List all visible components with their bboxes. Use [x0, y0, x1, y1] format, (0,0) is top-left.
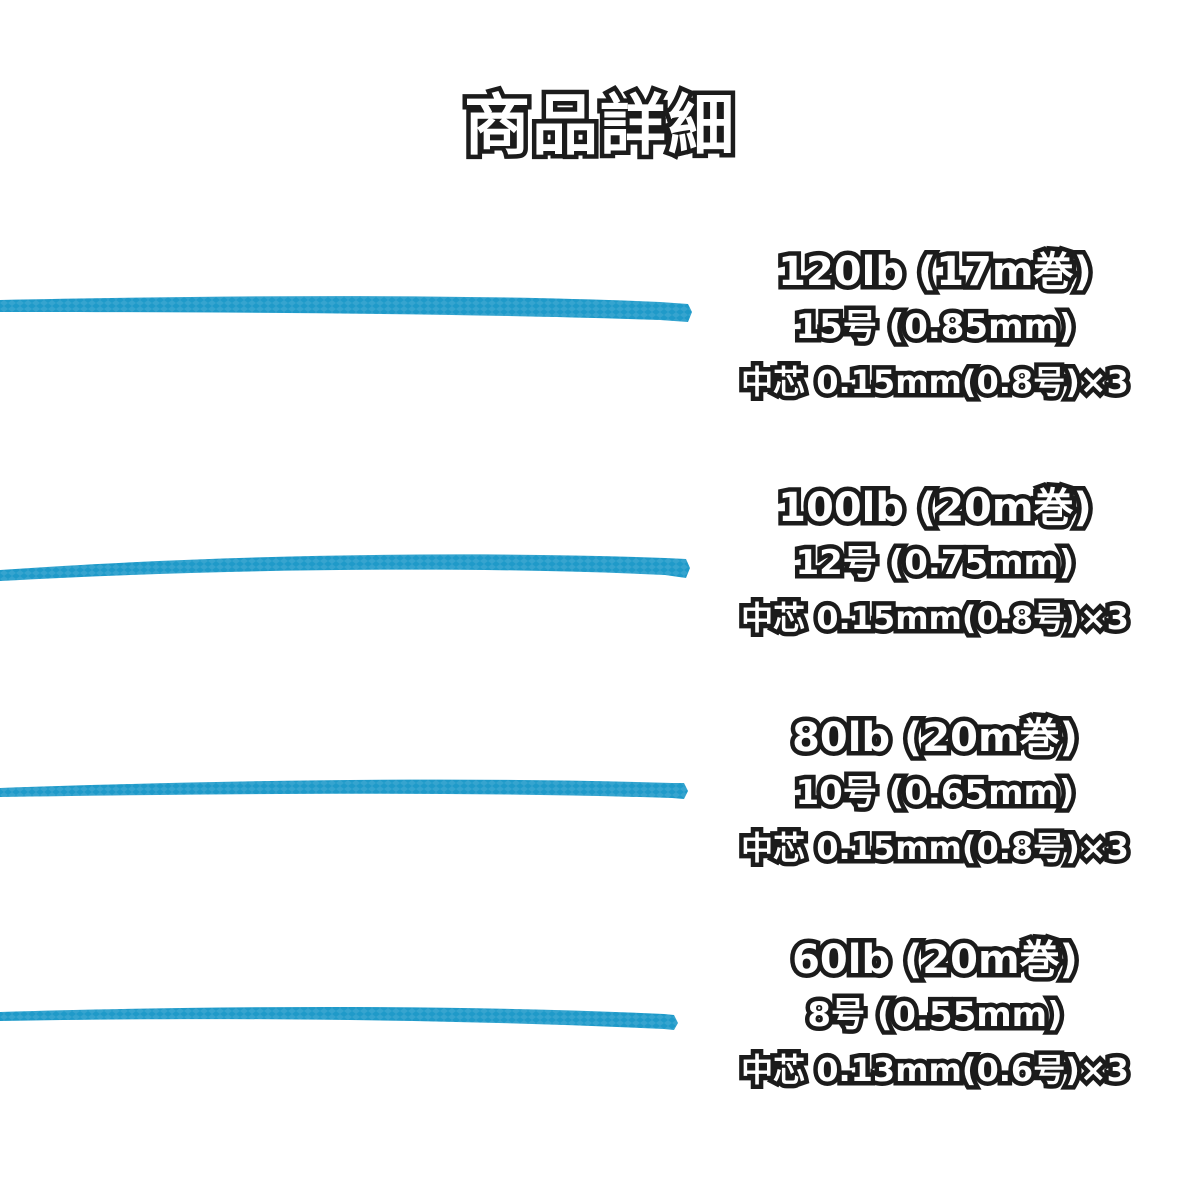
- spec-core: 中芯 0.13mm(0.6号)×3: [737, 1050, 1134, 1091]
- spec-100lb: 100lb (20m巻) 12号 (0.75mm) 中芯 0.15mm(0.8号…: [705, 484, 1165, 639]
- cord-100lb: [0, 554, 690, 581]
- cord-60lb: [0, 1007, 678, 1030]
- spec-weight: 80lb (20m巻): [788, 714, 1083, 763]
- spec-gauge: 8号 (0.55mm): [803, 994, 1067, 1037]
- spec-120lb: 120lb (17m巻) 15号 (0.85mm) 中芯 0.15mm(0.8号…: [705, 248, 1165, 403]
- spec-gauge: 15号 (0.85mm): [791, 306, 1079, 349]
- spec-weight: 60lb (20m巻): [788, 936, 1083, 985]
- spec-core: 中芯 0.15mm(0.8号)×3: [737, 828, 1134, 869]
- spec-weight: 100lb (20m巻): [774, 484, 1097, 533]
- page-title: 商品詳細: [460, 83, 739, 169]
- spec-60lb: 60lb (20m巻) 8号 (0.55mm) 中芯 0.13mm(0.6号)×…: [705, 936, 1165, 1091]
- spec-core: 中芯 0.15mm(0.8号)×3: [737, 598, 1134, 639]
- spec-gauge: 12号 (0.75mm): [791, 542, 1079, 585]
- cord-80lb: [0, 779, 688, 799]
- spec-core: 中芯 0.15mm(0.8号)×3: [737, 362, 1134, 403]
- spec-gauge: 10号 (0.65mm): [791, 772, 1079, 815]
- spec-80lb: 80lb (20m巻) 10号 (0.65mm) 中芯 0.15mm(0.8号)…: [705, 714, 1165, 869]
- cord-120lb: [0, 296, 692, 322]
- spec-weight: 120lb (17m巻): [774, 248, 1097, 297]
